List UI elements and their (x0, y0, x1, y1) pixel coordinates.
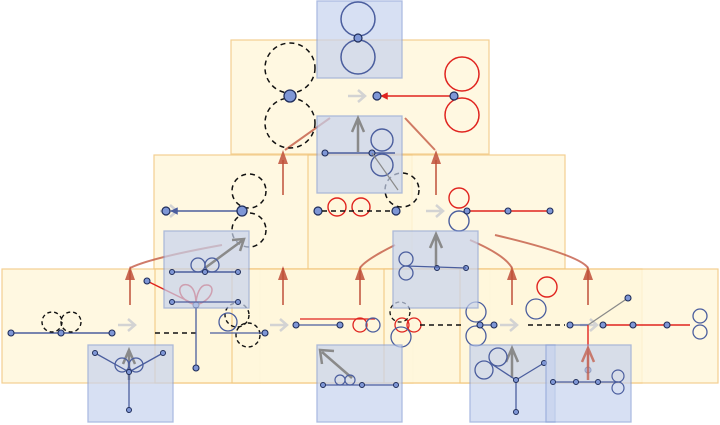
node (292, 321, 300, 329)
red-loop (352, 317, 368, 333)
node (313, 206, 323, 216)
node (143, 277, 151, 285)
causal-arrowhead-6 (507, 266, 517, 280)
causal-arrowhead-3 (125, 266, 135, 280)
dashed-loop (60, 311, 82, 333)
light-arrow-3 (426, 204, 445, 218)
blue-loop (692, 308, 708, 324)
rule-boxes (87, 0, 632, 423)
red-loop (394, 317, 410, 333)
dashed-loop (231, 173, 267, 209)
rule-box-5 (87, 344, 174, 423)
dashed-loop (389, 301, 411, 323)
rule-box-7 (469, 344, 556, 423)
light-arrow-6 (500, 318, 519, 332)
node (476, 321, 484, 329)
node (566, 321, 574, 329)
red-loop (448, 187, 470, 209)
causal-arrowhead-7 (583, 266, 593, 280)
light-arrow-1 (348, 89, 367, 103)
dashed-loop (235, 322, 261, 348)
red-loop-bottom (444, 97, 480, 133)
node (236, 205, 248, 217)
node (336, 321, 344, 329)
red-loop (327, 197, 347, 217)
node (161, 206, 171, 216)
rule-box-4 (392, 230, 479, 309)
node (599, 321, 607, 329)
node (449, 91, 459, 101)
rule-box-2 (316, 114, 403, 194)
causal-arrowhead-4 (278, 266, 288, 280)
node (57, 329, 65, 337)
red-loop (351, 197, 371, 217)
causal-arrowhead-2 (431, 150, 441, 164)
node-large (283, 89, 297, 103)
node (7, 329, 15, 337)
node (108, 329, 116, 337)
causal-arrowheads (125, 150, 593, 280)
blue-loop (525, 298, 547, 320)
causal-arrowhead-1 (278, 150, 288, 164)
node (261, 329, 269, 337)
red-loop (536, 276, 558, 298)
rule-box-3 (163, 230, 250, 309)
light-arrow-4 (118, 318, 137, 332)
node (629, 321, 637, 329)
causal-arrow-2 (404, 117, 436, 151)
causal-arrowhead-5 (355, 266, 365, 280)
level2-left-graph (161, 173, 267, 248)
node (624, 294, 632, 302)
node (504, 207, 512, 215)
node (192, 364, 200, 372)
node (663, 321, 671, 329)
node (463, 207, 471, 215)
red-loop-top (444, 56, 480, 92)
dashed-loop (384, 172, 420, 208)
node (546, 207, 554, 215)
rule-box-1 (316, 0, 403, 79)
node (490, 321, 498, 329)
rule-box-8 (545, 344, 632, 423)
blue-loop (692, 324, 708, 340)
rule-box-6 (316, 344, 403, 423)
node (391, 206, 401, 216)
causal-arrow-8 (494, 234, 589, 269)
grey-edge (587, 297, 629, 326)
dashed-loop (41, 311, 63, 333)
causal-arrow-7 (359, 244, 396, 269)
blue-loop (218, 312, 238, 332)
blue-loop (365, 317, 381, 333)
light-arrows (118, 89, 599, 332)
light-arrow-5 (270, 318, 289, 332)
dashed-loop (231, 212, 267, 248)
node (372, 91, 382, 101)
level1-graph (264, 42, 480, 149)
